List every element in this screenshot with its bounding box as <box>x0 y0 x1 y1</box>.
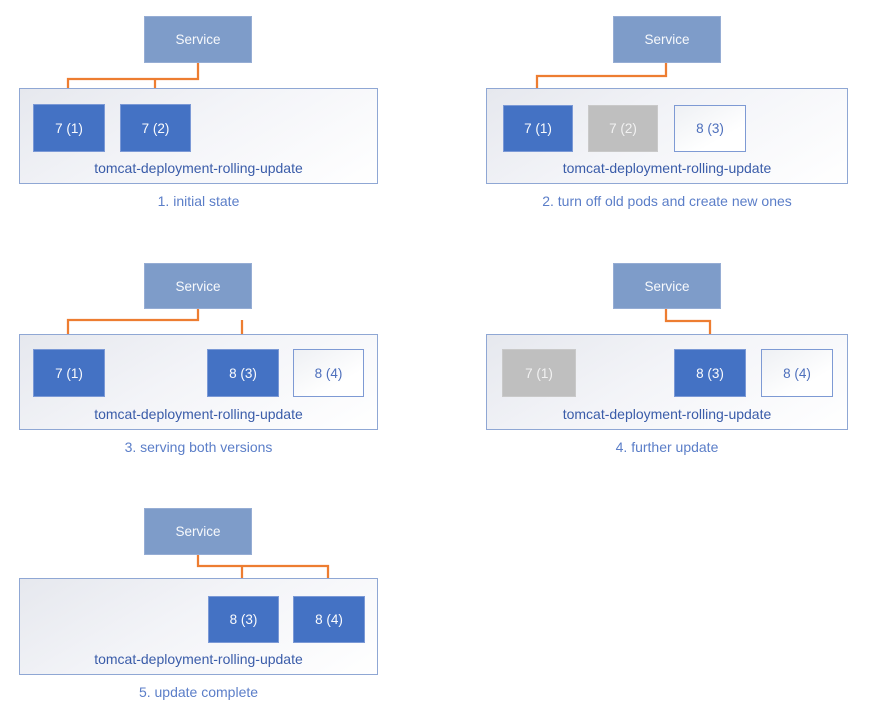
panel-4-further-update: Service 7 (1) 8 (3) 8 (4) tomcat-deploym… <box>435 240 870 478</box>
deployment-label: tomcat-deployment-rolling-update <box>562 160 772 176</box>
pod-7-2: 7 (2) <box>588 105 658 152</box>
pod-label: 7 (2) <box>609 121 637 136</box>
step-caption: 3. serving both versions <box>124 439 273 455</box>
pod-8-3: 8 (3) <box>208 596 279 643</box>
panel-3-serving-both-versions: Service 7 (1) 8 (3) 8 (4) tomcat-deploym… <box>0 240 435 478</box>
service-label: Service <box>644 278 690 294</box>
pod-7-1: 7 (1) <box>33 349 105 397</box>
pod-label: 8 (3) <box>696 121 724 136</box>
deployment-label: tomcat-deployment-rolling-update <box>94 651 303 667</box>
service-label: Service <box>644 32 690 47</box>
pod-7-1: 7 (1) <box>503 105 573 152</box>
pod-label: 8 (4) <box>783 365 811 381</box>
panel-2-turn-off-old-pods: Service 7 (1) 7 (2) 8 (3) tomcat-deploym… <box>435 0 870 238</box>
deployment-label: tomcat-deployment-rolling-update <box>94 160 303 176</box>
pod-label: 8 (3) <box>696 365 724 381</box>
pod-label: 7 (1) <box>55 365 83 381</box>
pod-8-3: 8 (3) <box>207 349 279 397</box>
pod-label: 7 (1) <box>524 121 552 136</box>
deployment-box: 8 (3) 8 (4) tomcat-deployment-rolling-up… <box>19 578 378 675</box>
pod-8-3: 8 (3) <box>674 105 746 152</box>
pod-7-1: 7 (1) <box>502 349 576 397</box>
step-caption: 5. update complete <box>138 684 259 700</box>
pod-label: 7 (2) <box>141 120 170 136</box>
service-label: Service <box>175 278 221 294</box>
service-box: Service <box>144 16 252 63</box>
service-box: Service <box>613 16 721 63</box>
deployment-box: 7 (1) 8 (3) 8 (4) tomcat-deployment-roll… <box>486 334 848 430</box>
deployment-box: 7 (1) 7 (2) 8 (3) tomcat-deployment-roll… <box>486 88 848 184</box>
step-caption: 1. initial state <box>157 193 240 209</box>
pod-7-1: 7 (1) <box>33 104 105 152</box>
service-box: Service <box>144 263 252 309</box>
pod-7-2: 7 (2) <box>120 104 191 152</box>
pod-8-4: 8 (4) <box>293 349 364 397</box>
pod-label: 8 (4) <box>315 612 343 627</box>
step-caption: 4. further update <box>615 439 719 455</box>
deployment-label: tomcat-deployment-rolling-update <box>94 406 303 422</box>
deployment-box: 7 (1) 8 (3) 8 (4) tomcat-deployment-roll… <box>19 334 378 430</box>
pod-label: 7 (1) <box>55 120 83 136</box>
service-label: Service <box>175 524 221 539</box>
pod-label: 8 (3) <box>229 612 258 627</box>
service-box: Service <box>613 263 721 309</box>
panel-1-initial-state: Service 7 (1) 7 (2) tomcat-deployment-ro… <box>0 0 435 238</box>
pod-8-3: 8 (3) <box>674 349 746 397</box>
pod-label: 7 (1) <box>525 365 553 381</box>
pod-8-4: 8 (4) <box>293 596 365 643</box>
pod-label: 8 (4) <box>314 365 343 381</box>
panel-5-update-complete: Service 8 (3) 8 (4) tomcat-deployment-ro… <box>0 480 435 718</box>
service-label: Service <box>175 32 221 47</box>
deployment-box: 7 (1) 7 (2) tomcat-deployment-rolling-up… <box>19 88 378 184</box>
deployment-label: tomcat-deployment-rolling-update <box>562 406 772 422</box>
service-box: Service <box>144 508 252 555</box>
step-caption: 2. turn off old pods and create new ones <box>542 193 792 209</box>
pod-8-4: 8 (4) <box>761 349 833 397</box>
pod-label: 8 (3) <box>229 365 257 381</box>
